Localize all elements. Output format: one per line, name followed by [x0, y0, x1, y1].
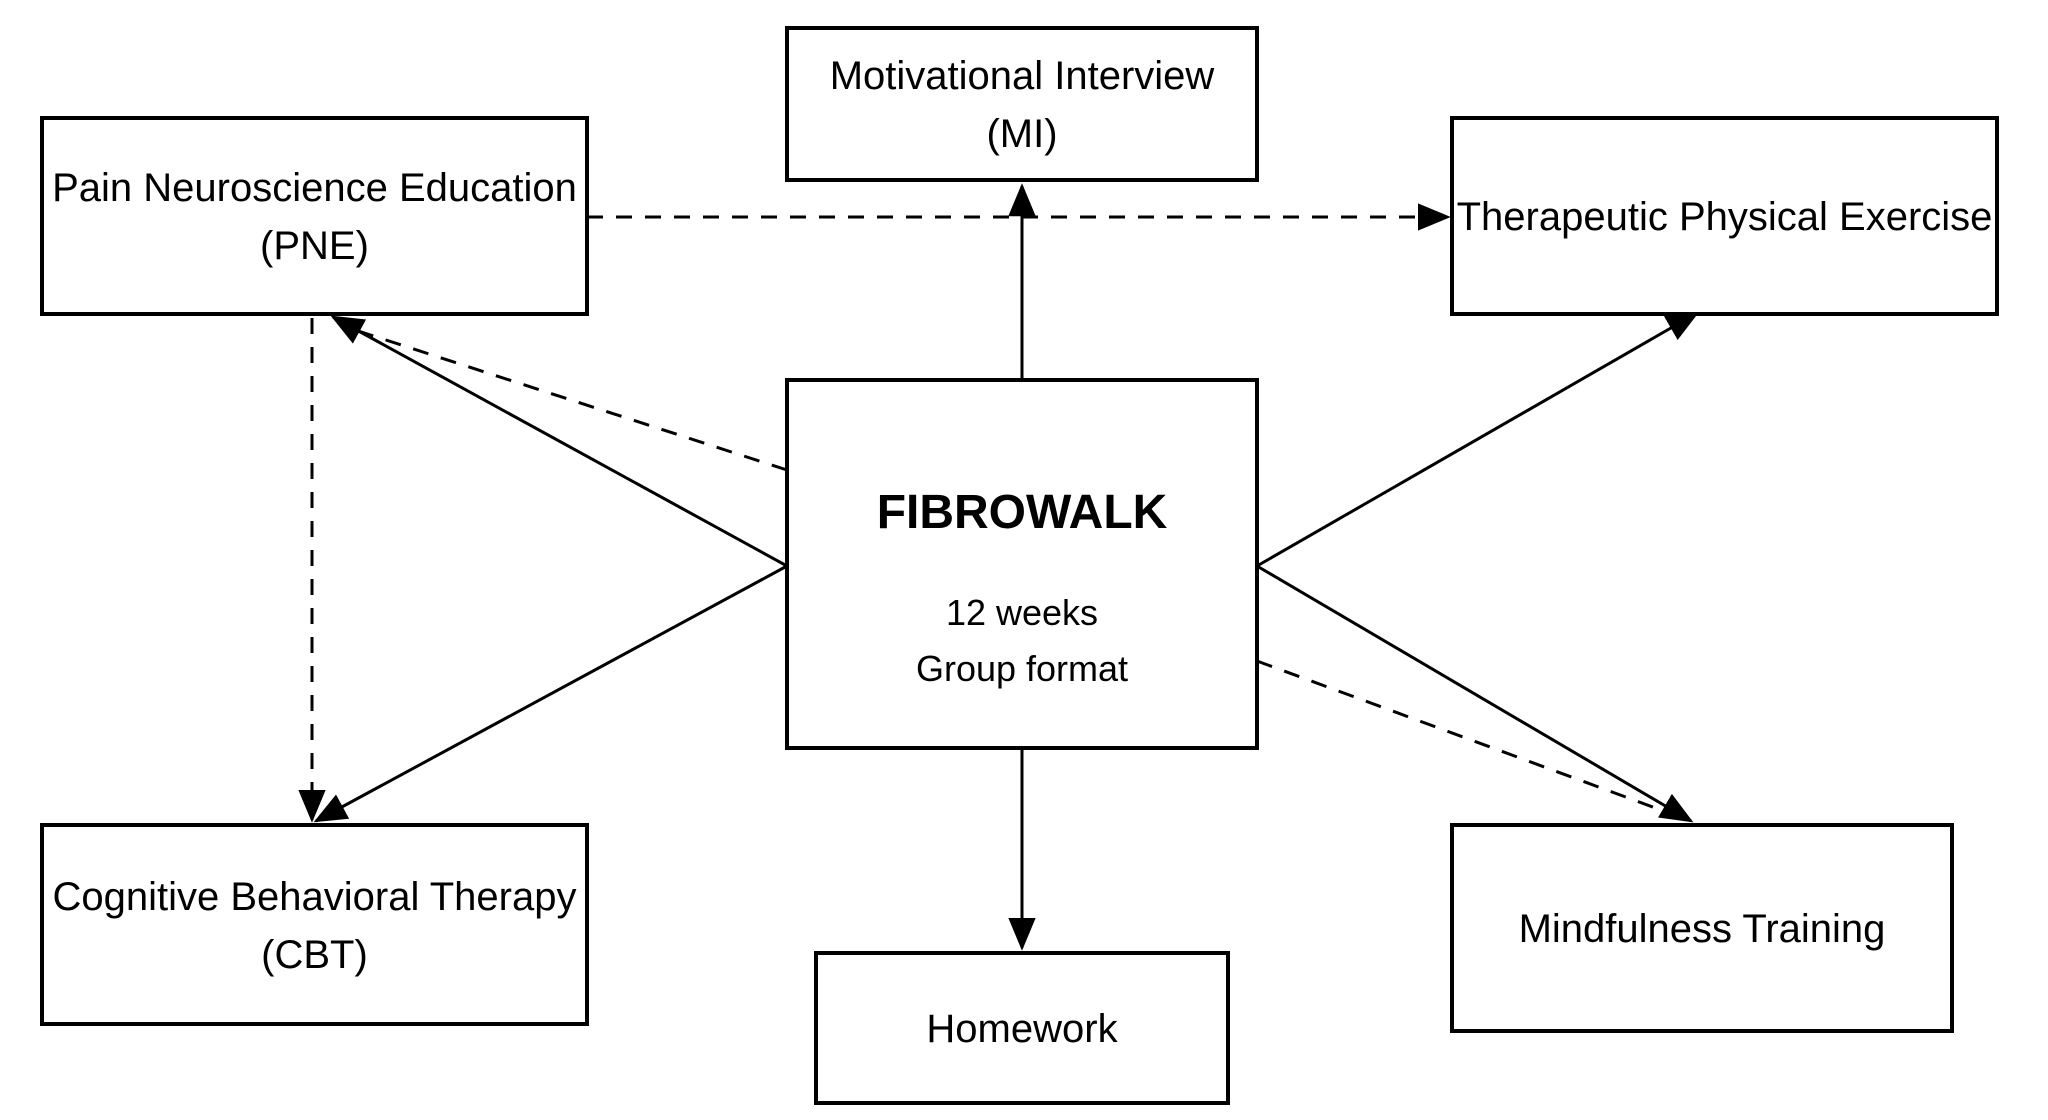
- node-mi-label-line-1: Motivational Interview: [830, 54, 1215, 98]
- edge-fibrowalk-to-mindfulness-dashed-dashed-line: [1256, 659, 1670, 815]
- edge-fibrowalk-to-mindfulness-solid-solid-line: [1256, 564, 1694, 823]
- node-pne-box: [40, 116, 589, 316]
- node-tpe-label-line-1: Therapeutic Physical Exercise: [1457, 195, 1993, 239]
- edge-fibrowalk-to-tpe-solid-solid-line: [1256, 311, 1700, 568]
- node-cbt-label-line-1: Cognitive Behavioral Therapy: [52, 875, 576, 919]
- node-fibrowalk-label-line-3: Group format: [916, 648, 1128, 689]
- edge-fibrowalk-to-pne-dashed-dashed-line: [351, 327, 788, 472]
- node-mi-label-line-2: (MI): [986, 112, 1057, 156]
- node-pne-label-line-1: Pain Neuroscience Education: [52, 166, 577, 210]
- node-pne-label-line-2: (PNE): [260, 224, 369, 268]
- node-cbt-box: [40, 823, 589, 1026]
- node-homework-label-line-1: Homework: [926, 1007, 1118, 1051]
- node-mindfulness-box: [1450, 823, 1954, 1033]
- edge-fibrowalk-to-pne-solid-solid-line: [330, 315, 788, 568]
- node-mi: Motivational Interview (MI): [785, 26, 1259, 182]
- node-mi-box: [785, 26, 1259, 182]
- node-fibrowalk-label-line-2: 12 weeks: [946, 592, 1098, 633]
- node-fibrowalk-box: [785, 378, 1259, 750]
- node-tpe: Therapeutic Physical Exercise: [1450, 116, 1999, 316]
- edge-fibrowalk-to-cbt-solid-solid-line: [313, 564, 788, 823]
- node-mindfulness-label-line-1: Mindfulness Training: [1519, 907, 1886, 951]
- node-homework-box: [814, 951, 1230, 1105]
- node-pne: Pain Neuroscience Education (PNE): [40, 116, 589, 316]
- node-mindfulness: Mindfulness Training: [1450, 823, 1954, 1033]
- node-fibrowalk-label-line-1: FIBROWALK: [877, 486, 1168, 539]
- node-cbt: Cognitive Behavioral Therapy (CBT): [40, 823, 589, 1026]
- node-homework: Homework: [814, 951, 1230, 1105]
- node-tpe-box: [1450, 116, 1999, 316]
- node-cbt-label-line-2: (CBT): [261, 933, 368, 977]
